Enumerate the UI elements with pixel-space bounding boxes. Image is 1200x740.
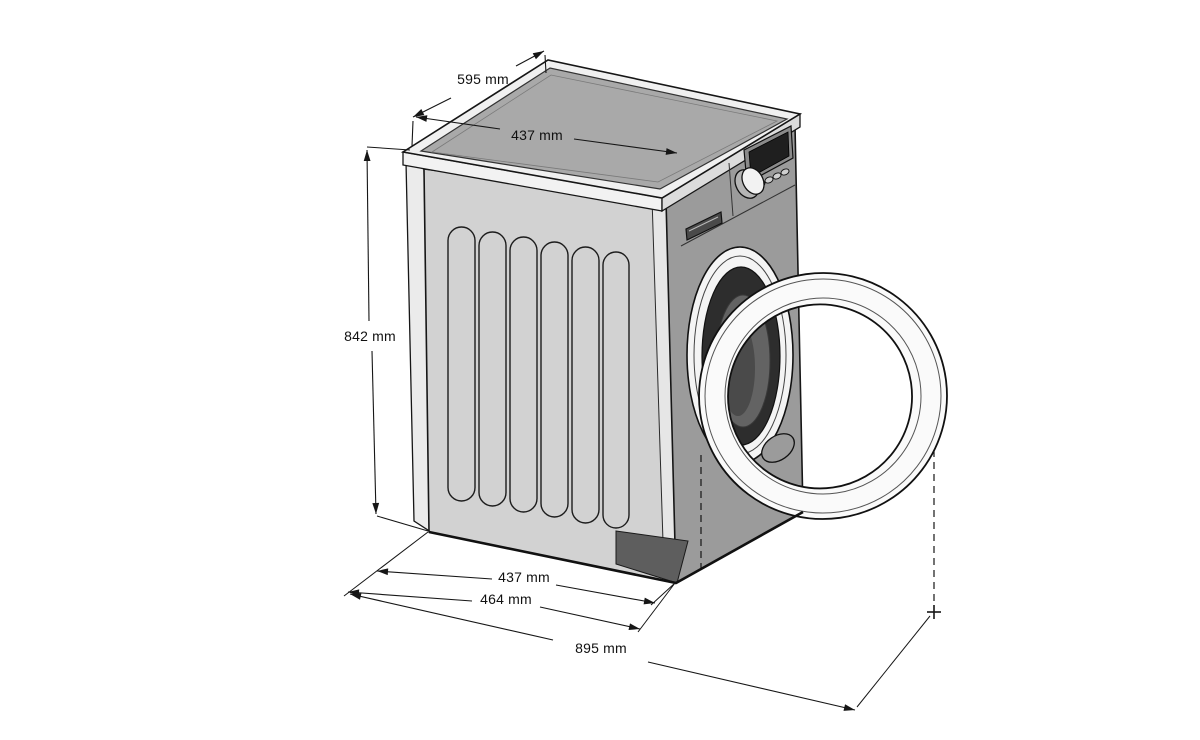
dim-bottom-door-closed [347,589,641,630]
ext-line [856,615,931,708]
vent-rib [509,236,538,513]
vent-rib [447,226,476,502]
top-surface-groove [430,74,779,183]
side-panel-ribs [447,226,630,529]
plus-marker [927,605,941,619]
program-knob [741,167,765,195]
panel-seam-horizontal [680,184,796,247]
dim-label-bottom-width-door-open: 895 mm [573,640,629,656]
ext-line [376,515,429,532]
top-surface [419,67,789,190]
dim-top-width [415,115,678,155]
door-hinge [761,433,795,463]
door-ring-outer-line [704,278,942,514]
dim-label-bottom-width-with-door: 464 mm [478,591,534,607]
vent-rib [571,246,600,524]
vent-rib [602,251,630,529]
control-button [780,168,790,176]
dim-label-top-width: 437 mm [511,127,563,143]
dim-top-depth [412,50,545,118]
dimension-annotations [343,50,941,711]
ext-line [544,54,547,74]
washing-machine [400,59,948,585]
dim-label-bottom-width: 437 mm [496,569,552,585]
open-door-ring [698,272,948,520]
ext-line [411,120,414,147]
vent-rib [540,241,569,518]
ext-line [366,146,411,151]
vent-rib [478,231,507,507]
dim-height [363,149,380,515]
door-ring-inner-line [724,297,922,495]
ext-line [637,582,676,633]
ext-line [650,582,676,606]
control-button [764,176,774,184]
panel-seam-vertical [728,162,734,217]
base-edge [428,510,804,585]
dim-label-height: 842 mm [341,328,399,344]
dim-label-top-depth: 595 mm [457,71,509,87]
ext-line [343,531,429,597]
drawer-slot-highlight [688,216,719,232]
dim-bottom-door-open [349,593,856,711]
dim-bottom-width [376,568,656,605]
control-button [772,172,782,180]
